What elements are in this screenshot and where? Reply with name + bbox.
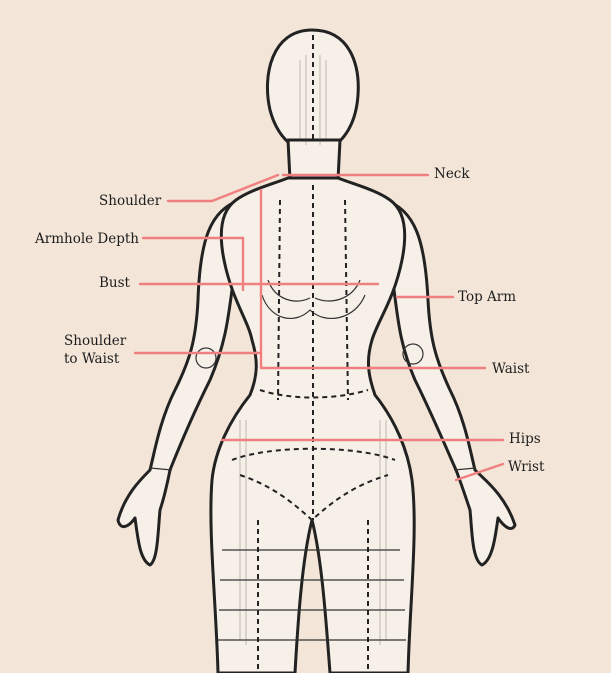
mannequin-left-arm xyxy=(116,198,242,567)
label-shoulder-to-waist-line1: Shoulder xyxy=(64,333,127,349)
label-bust: Bust xyxy=(99,275,130,291)
label-armhole-depth: Armhole Depth xyxy=(35,231,139,247)
leader-lines xyxy=(133,173,505,482)
label-wrist: Wrist xyxy=(508,459,545,475)
label-shoulder-to-waist: Shoulder to Waist xyxy=(64,332,126,368)
leader-shoulder xyxy=(166,173,280,203)
label-top-arm: Top Arm xyxy=(458,289,517,305)
label-hips: Hips xyxy=(509,431,541,447)
mannequin-right-arm xyxy=(383,198,517,567)
leader-wrist xyxy=(454,462,505,482)
label-waist: Waist xyxy=(492,361,530,377)
label-shoulder-to-waist-line2: to Waist xyxy=(64,351,120,368)
label-shoulder: Shoulder xyxy=(99,193,162,209)
label-neck: Neck xyxy=(434,166,470,182)
